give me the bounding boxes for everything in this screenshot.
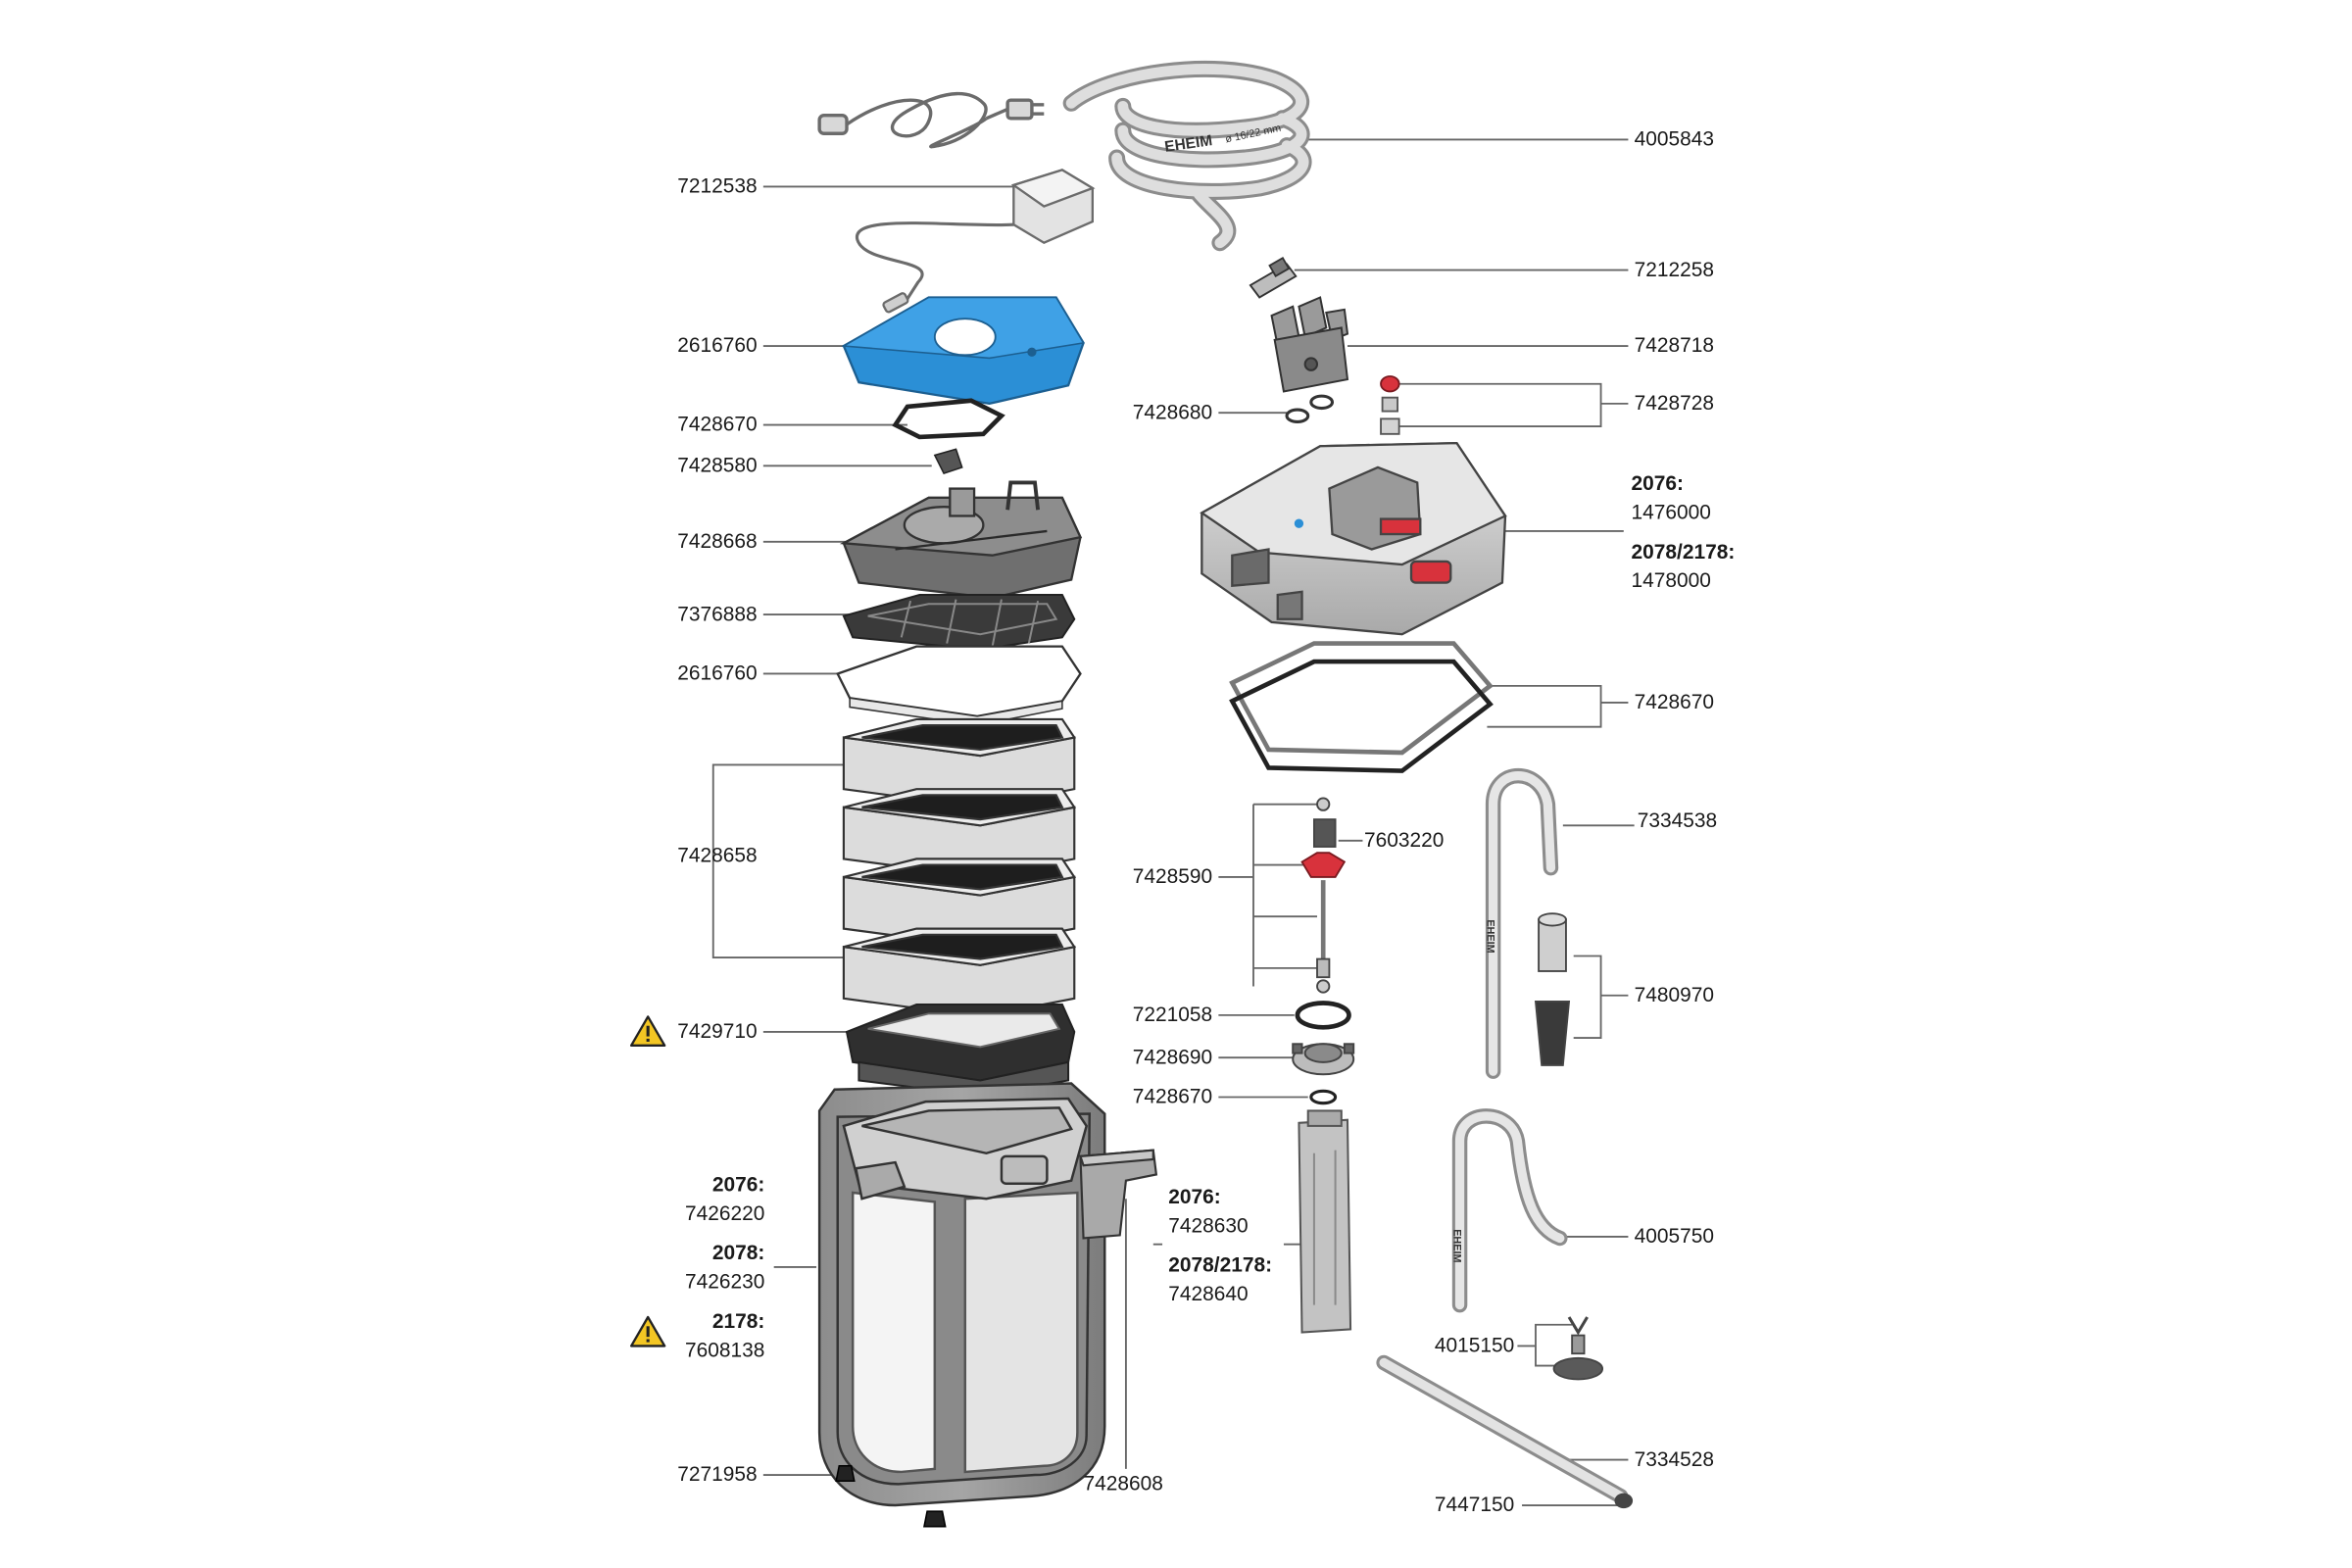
label-4005843: 4005843 (1634, 127, 1715, 151)
hose-brand-text: EHEIM (1163, 132, 1213, 156)
label-can-7426220: 7426220 (685, 1201, 765, 1225)
label-can-2178: 2178: (711, 1309, 765, 1333)
small-flap-part (933, 448, 963, 475)
label-head-1478000: 1478000 (1631, 568, 1711, 592)
connector-part (1249, 257, 1298, 299)
small-seal-part (1309, 1089, 1338, 1105)
label-7221058: 7221058 (1132, 1003, 1213, 1026)
label-4005750: 4005750 (1634, 1224, 1715, 1248)
large-o-ring-part (1295, 1001, 1351, 1030)
pump-cover-part (1292, 1043, 1355, 1076)
suction-cup-part (1552, 1316, 1604, 1381)
filter-basket-4 (842, 927, 1077, 1018)
grid-foam-part (842, 593, 1076, 651)
label-7428668: 7428668 (677, 529, 758, 553)
label-handle-7428630: 7428630 (1168, 1213, 1249, 1237)
label-7447150: 7447150 (1434, 1493, 1515, 1516)
label-2616760-mid: 2616760 (677, 662, 758, 685)
lid-with-handle-part (839, 480, 1083, 600)
label-7429710: 7429710 (677, 1019, 758, 1043)
label-7212258: 7212258 (1634, 258, 1715, 281)
handle-clip-part (1078, 1149, 1158, 1240)
label-can-2076: 2076: (711, 1172, 765, 1197)
blue-cover-part (841, 296, 1085, 406)
small-o-rings-part (1285, 394, 1335, 424)
label-7428670-right: 7428670 (1634, 690, 1715, 713)
label-7212538: 7212538 (677, 174, 758, 198)
label-handle-2078-2178: 2078/2178: (1168, 1252, 1273, 1277)
inlet-tube-part (1485, 767, 1559, 1079)
label-7428680: 7428680 (1132, 400, 1213, 424)
label-head-2078-2178: 2078/2178: (1631, 540, 1736, 564)
pump-head-part (1200, 441, 1507, 636)
hose-part (1062, 60, 1312, 252)
end-cap-part (1614, 1493, 1634, 1509)
label-7334528: 7334528 (1634, 1447, 1715, 1471)
power-cord (817, 91, 1045, 149)
filter-baskets-part (842, 717, 1077, 1018)
label-7428670-bottom: 7428670 (1132, 1085, 1213, 1108)
label-7428718: 7428718 (1634, 333, 1715, 357)
label-2616760-top: 2616760 (677, 333, 758, 357)
label-can-7426230: 7426230 (685, 1270, 765, 1294)
label-7428608: 7428608 (1083, 1471, 1163, 1495)
spray-bar-part (1376, 1354, 1629, 1504)
canister-body-part (817, 1082, 1106, 1507)
label-can-7608138: 7608138 (685, 1338, 765, 1361)
bottom-grid-basket-part (845, 1004, 1076, 1097)
label-7376888: 7376888 (677, 602, 758, 625)
label-head-2076: 2076: (1631, 471, 1684, 495)
outlet-tube-brand-text: EHEIM (1450, 1229, 1462, 1262)
white-filter-pad-part (836, 645, 1082, 726)
head-seal-rings-part (1229, 641, 1494, 773)
label-7428590: 7428590 (1132, 864, 1213, 888)
foot-parts (835, 1464, 947, 1528)
label-7603220: 7603220 (1364, 828, 1445, 852)
impeller-parts (1300, 797, 1347, 994)
inlet-tube-brand-text: EHEIM (1484, 919, 1495, 953)
warning-triangle-icon (629, 1315, 666, 1348)
label-4015150: 4015150 (1434, 1334, 1515, 1357)
top-seal-ring (892, 398, 1005, 440)
intake-basket-part (1298, 1109, 1352, 1334)
filter-basket-2 (842, 788, 1077, 879)
warning-triangle-icon (629, 1015, 666, 1048)
adapter-block-part (1270, 296, 1349, 393)
label-7428658: 7428658 (677, 843, 758, 867)
label-7334538: 7334538 (1637, 808, 1718, 832)
label-7480970: 7480970 (1634, 983, 1715, 1006)
inlet-strainer-part (1534, 912, 1571, 1066)
red-valve-parts (1380, 375, 1400, 435)
label-can-2078: 2078: (711, 1241, 765, 1264)
label-7428580: 7428580 (677, 453, 758, 477)
label-7428670-top: 7428670 (677, 413, 758, 436)
label-7271958: 7271958 (677, 1462, 758, 1486)
label-7428690: 7428690 (1132, 1045, 1213, 1069)
outlet-tube-part (1451, 1108, 1568, 1313)
label-7428728: 7428728 (1634, 391, 1715, 415)
power-adapter (856, 169, 1096, 314)
label-handle-2076: 2076: (1168, 1185, 1221, 1208)
filter-basket-1 (842, 717, 1077, 808)
label-handle-7428640: 7428640 (1168, 1282, 1249, 1305)
label-head-1476000: 1476000 (1631, 500, 1711, 524)
